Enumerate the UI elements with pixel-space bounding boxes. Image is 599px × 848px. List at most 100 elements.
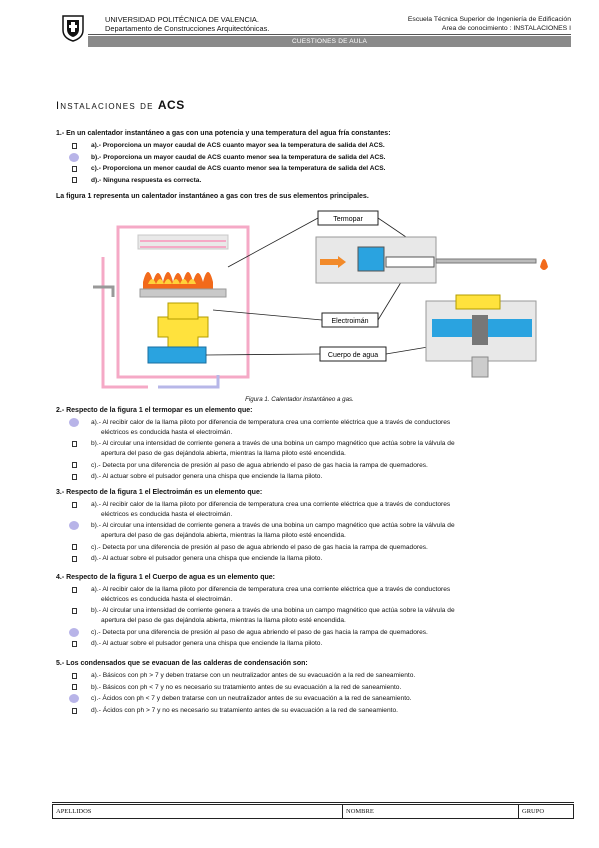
option-text: d).- Ninguna respuesta es correcta. (91, 176, 202, 184)
label-electroiman-box: Electroimán (321, 312, 379, 328)
page-title-bold: ACS (157, 98, 185, 112)
question-5-option-b-marker[interactable] (72, 684, 77, 691)
option-text: a).- Proporciona un mayor caudal de ACS … (91, 142, 385, 149)
footer-top-rule (52, 802, 574, 803)
option-text-continued: eléctricos es conducida hasta el electro… (101, 510, 233, 518)
option-text: b).- Al circular una intensidad de corri… (91, 440, 455, 448)
university-logo (60, 14, 86, 42)
heat-exchanger (137, 234, 229, 250)
figure-caption: Figura 1. Calentador instantáneo a gas. (245, 396, 354, 403)
option-text: a).- Al recibir calor de la llama piloto… (91, 586, 451, 593)
question-1-option-b: b).- Proporciona un mayor caudal de ACS … (91, 153, 571, 163)
option-text: b).- Proporciona un mayor caudal de ACS … (91, 153, 386, 161)
question-3-text: 3.- Respecto de la figura 1 el Electroim… (56, 489, 263, 496)
question-5-option-b: b).- Básicos con ph < 7 y no es necesari… (91, 683, 571, 693)
question-2-option-b: b).- Al circular una intensidad de corri… (91, 439, 571, 458)
option-text: b).- Básicos con ph < 7 y no es necesari… (91, 683, 402, 691)
pilot-flame (540, 259, 548, 270)
page-title: Instalaciones de ACS (56, 98, 185, 112)
option-text: b).- Al circular una intensidad de corri… (91, 522, 455, 530)
detail-water-body (425, 294, 537, 378)
termopar-pointer (227, 217, 319, 268)
question-5-option-c: c).- Ácidos con ph < 7 y deben tratarse … (91, 694, 571, 704)
label-termopar: Termopar (333, 216, 363, 223)
question-2-option-d-marker[interactable] (72, 473, 77, 480)
question-3-option-a: a).- Al recibir calor de la llama piloto… (91, 500, 571, 519)
question-2-option-b-marker[interactable] (72, 440, 77, 447)
label-termopar-box: Termopar (317, 210, 379, 226)
hot-water-pipe (101, 257, 148, 389)
question-4-text: 4.- Respecto de la figura 1 el Cuerpo de… (56, 574, 275, 581)
question-4-option-c-marker[interactable] (69, 627, 79, 637)
question-5-option-c-marker[interactable] (69, 694, 79, 704)
option-text: c).- Ácidos con ph < 7 y deben tratarse … (91, 695, 412, 703)
figure-heater-diagram: Termopar Electroimán Cuerpo de agua (88, 207, 558, 395)
option-text-continued: apertura del paso de gas dejándola abier… (101, 531, 346, 539)
burner-ramp (139, 288, 227, 298)
question-3-option-b-marker[interactable] (69, 521, 79, 531)
question-2-option-d: d).- Al actuar sobre el pulsador genera … (91, 472, 571, 482)
question-1-option-a: a).- Proporciona un mayor caudal de ACS … (91, 141, 571, 151)
question-3-option-d-marker[interactable] (72, 555, 77, 562)
option-text-continued: eléctricos es conducida hasta el electro… (101, 428, 233, 436)
question-5-option-d-marker[interactable] (72, 707, 77, 714)
question-1-option-d-marker[interactable] (72, 177, 77, 183)
header-school: Escuela Técnica Superior de Ingeniería d… (408, 15, 571, 33)
question-2-option-a: a).- Al recibir calor de la llama piloto… (91, 418, 571, 437)
department-name: Departamento de Construcciones Arquitect… (105, 24, 270, 33)
electroiman-pointer (212, 309, 323, 321)
question-5-option-a-marker[interactable] (72, 672, 77, 679)
label-electroiman: Electroimán (332, 318, 369, 325)
student-info-table: APELLIDOS NOMBRE GRUPO (52, 804, 574, 819)
question-4-option-b-marker[interactable] (72, 607, 77, 614)
question-3-option-d: d).- Al actuar sobre el pulsador genera … (91, 554, 571, 564)
question-2-option-c: c).- Detecta por una diferencia de presi… (91, 461, 571, 471)
option-text: a).- Al recibir calor de la llama piloto… (91, 419, 451, 426)
option-text: a).- Al recibir calor de la llama piloto… (91, 501, 451, 508)
question-1-option-a-marker[interactable] (72, 142, 77, 149)
apellidos-field[interactable]: APELLIDOS (53, 805, 343, 818)
header-bar: CUESTIONES DE AULA (88, 36, 571, 47)
question-1-text: 1.- En un calentador instantáneo a gas c… (56, 130, 391, 137)
question-2-option-a-marker[interactable] (69, 418, 79, 427)
figure-intro: La figura 1 representa un calentador ins… (56, 193, 369, 200)
question-5-option-d: d).- Ácidos con ph > 7 y no es necesario… (91, 706, 571, 716)
option-text: a).- Básicos con ph > 7 y deben tratarse… (91, 672, 416, 679)
option-text: c).- Detecta por una diferencia de presi… (91, 461, 428, 469)
question-1-option-c: c).- Proporciona un menor caudal de ACS … (91, 164, 571, 174)
grupo-label: GRUPO (522, 808, 545, 815)
question-3-option-a-marker[interactable] (72, 501, 77, 508)
university-name: UNIVERSIDAD POLITÉCNICA DE VALENCIA. (105, 15, 259, 24)
water-body (147, 346, 207, 364)
option-text: d).- Al actuar sobre el pulsador genera … (91, 473, 323, 481)
question-4-option-a-marker[interactable] (72, 586, 77, 593)
question-1-option-b-marker[interactable] (69, 152, 79, 162)
page-title-prefix: Instalaciones de (56, 100, 158, 112)
label-cuerpo: Cuerpo de agua (328, 352, 378, 359)
label-cuerpo-box: Cuerpo de agua (319, 346, 387, 362)
question-4-option-a: a).- Al recibir calor de la llama piloto… (91, 585, 571, 604)
question-5-option-a: a).- Básicos con ph > 7 y deben tratarse… (91, 671, 571, 681)
option-text-continued: eléctricos es conducida hasta el electro… (101, 595, 233, 603)
nombre-field[interactable]: NOMBRE (343, 805, 519, 818)
question-2-text: 2.- Respecto de la figura 1 el termopar … (56, 407, 253, 414)
question-4-option-c: c).- Detecta por una diferencia de presi… (91, 628, 571, 638)
cuerpo-pointer (205, 353, 321, 356)
question-1-option-d: d).- Ninguna respuesta es correcta. (91, 176, 571, 186)
option-text: d).- Ácidos con ph > 7 y no es necesario… (91, 707, 398, 715)
header-institution: UNIVERSIDAD POLITÉCNICA DE VALENCIA. Dep… (105, 15, 269, 33)
apellidos-label: APELLIDOS (56, 808, 92, 815)
question-5-text: 5.- Los condensados que se evacuan de la… (56, 660, 308, 667)
option-text: c).- Detecta por una diferencia de presi… (91, 628, 428, 636)
nombre-label: NOMBRE (346, 808, 374, 815)
header-rule (88, 34, 571, 35)
question-3-option-c-marker[interactable] (72, 544, 77, 551)
question-3-option-c: c).- Detecta por una diferencia de presi… (91, 543, 571, 553)
question-4-option-d-marker[interactable] (72, 640, 77, 647)
cold-water-pipe (158, 375, 220, 389)
question-2-option-c-marker[interactable] (72, 462, 77, 469)
question-1-option-c-marker[interactable] (72, 165, 77, 172)
detail-electromagnet (315, 236, 548, 284)
knowledge-area: Area de conocimiento : INSTALACIONES I (441, 25, 571, 32)
grupo-field[interactable]: GRUPO (519, 805, 575, 818)
